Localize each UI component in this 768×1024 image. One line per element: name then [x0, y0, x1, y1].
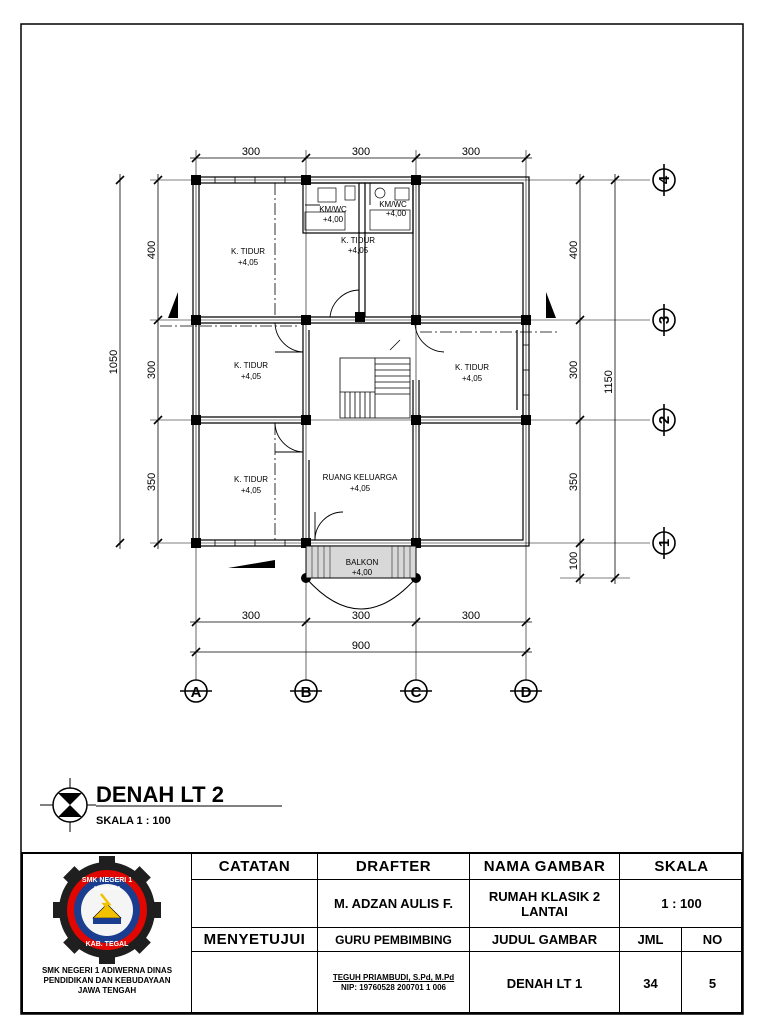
axis-label-4: 4 — [656, 175, 673, 184]
floor-plan — [115, 150, 650, 680]
dim-left-2: 300 — [146, 361, 158, 379]
room-level: +4,00 — [323, 215, 344, 224]
guru-pembimbing-info: TEGUH PRIAMBUDI, S.Pd, M.Pd NIP: 1976052… — [317, 951, 469, 1014]
dim-bottom-total: 900 — [352, 640, 370, 652]
room-name: KM/WC — [379, 200, 407, 209]
no-value: 5 — [681, 951, 743, 1014]
drafter-label: DRAFTER — [317, 853, 469, 879]
logo-top-text: SMK NEGERI 1 — [82, 877, 132, 884]
jml-label: JML — [619, 927, 681, 951]
doors — [274, 183, 445, 541]
school-line: JAWA TENGAH — [77, 986, 137, 995]
eave-lines — [160, 183, 560, 540]
room-name: BALKON — [346, 558, 379, 567]
walls — [192, 176, 530, 547]
room-level: +4,05 — [238, 258, 259, 267]
school-name: SMK NEGERI 1 ADIWERNA DINAS PENDIDIKAN D… — [27, 966, 187, 996]
title-block: SMK NEGERI 1 ADIWERNA KAB. TEGAL SMK NEG… — [21, 852, 743, 1014]
dim-bottom-3: 300 — [462, 610, 480, 622]
section-markers — [168, 292, 556, 568]
dim-right-total: 1150 — [603, 370, 615, 394]
dim-right-4: 100 — [568, 552, 580, 570]
room-level: +4,05 — [350, 484, 371, 493]
room-level: +4,05 — [241, 486, 262, 495]
windows — [214, 177, 529, 546]
school-line: SMK NEGERI 1 ADIWERNA DINAS — [41, 966, 173, 975]
judul-gambar-value: DENAH LT 1 — [469, 951, 619, 1014]
axis-label-1: 1 — [656, 539, 673, 547]
staircase — [339, 339, 411, 419]
drawing-scale: SKALA 1 : 100 — [96, 815, 171, 827]
guru-nip: NIP: 19760528 200701 1 006 — [341, 983, 446, 992]
dimension-lines — [115, 153, 620, 657]
guru-pembimbing-label: GURU PEMBIMBING — [317, 927, 469, 951]
dim-bottom-2: 300 — [352, 610, 370, 622]
dimension-labels: 300 300 300 300 300 300 900 400 300 350 … — [108, 146, 615, 652]
nama-gambar-label: NAMA GAMBAR — [469, 853, 619, 879]
room-level: +4,00 — [352, 568, 373, 577]
axis-label-2: 2 — [656, 416, 673, 424]
axis-label-b: B — [301, 684, 312, 701]
room-name: K. TIDUR — [234, 361, 268, 370]
room-level: +4,00 — [386, 209, 407, 218]
room-name: K. TIDUR — [231, 247, 265, 256]
dim-right-1: 400 — [568, 241, 580, 259]
skala-value: 1 : 100 — [619, 879, 743, 927]
dim-right-2: 300 — [568, 361, 580, 379]
drawing-title-block: DENAH LT 2 SKALA 1 : 100 — [40, 778, 282, 832]
dim-right-3: 350 — [568, 473, 580, 491]
catatan-value — [191, 879, 317, 927]
room-name: KM/WC — [319, 205, 347, 214]
school-line: PENDIDIKAN DAN KEBUDAYAAN — [43, 976, 171, 985]
judul-gambar-label: JUDUL GAMBAR — [469, 927, 619, 951]
grid-lines — [150, 150, 650, 680]
menyetujui-value — [191, 951, 317, 1014]
logo-bottom-text: KAB. TEGAL — [86, 941, 130, 948]
bathroom-fixtures — [304, 185, 411, 231]
dim-left-1: 400 — [146, 241, 158, 259]
dim-left-3: 350 — [146, 473, 158, 491]
dim-top-1: 300 — [242, 146, 260, 158]
room-name: K. TIDUR — [234, 475, 268, 484]
room-level: +4,05 — [462, 374, 483, 383]
room-level: +4,05 — [348, 246, 369, 255]
guru-name: TEGUH PRIAMBUDI, S.Pd, M.Pd — [332, 973, 455, 982]
jml-value: 34 — [619, 951, 681, 1014]
axis-markers — [180, 164, 676, 703]
school-logo-area: SMK NEGERI 1 ADIWERNA KAB. TEGAL SMK NEG… — [23, 854, 191, 1012]
room-labels: K. TIDUR +4,05 KM/WC +4,00 KM/WC +4,00 K… — [231, 200, 489, 577]
axis-label-d: D — [521, 684, 532, 701]
axis-labels: A B C D 1 2 3 4 — [191, 175, 673, 701]
dim-top-3: 300 — [462, 146, 480, 158]
school-logo: SMK NEGERI 1 ADIWERNA KAB. TEGAL — [53, 856, 161, 964]
drafter-name: M. ADZAN AULIS F. — [317, 879, 469, 927]
drawing-title: DENAH LT 2 — [96, 782, 224, 807]
dim-bottom-1: 300 — [242, 610, 260, 622]
dim-left-total: 1050 — [108, 350, 120, 374]
axis-label-3: 3 — [656, 316, 673, 324]
axis-label-a: A — [191, 684, 202, 701]
axis-label-c: C — [411, 684, 422, 701]
catatan-label: CATATAN — [191, 853, 317, 879]
room-name: K. TIDUR — [455, 363, 489, 372]
room-name: RUANG KELUARGA — [323, 473, 398, 482]
dim-top-2: 300 — [352, 146, 370, 158]
sheet-border — [20, 23, 744, 1015]
nama-gambar-value: RUMAH KLASIK 2 LANTAI — [469, 879, 619, 927]
room-name: K. TIDUR — [341, 236, 375, 245]
room-level: +4,05 — [241, 372, 262, 381]
menyetujui-label: MENYETUJUI — [191, 927, 317, 951]
balcony — [305, 545, 417, 610]
no-label: NO — [681, 927, 743, 951]
logo-mid-text: ADIWERNA — [93, 886, 121, 892]
skala-label: SKALA — [619, 853, 743, 879]
